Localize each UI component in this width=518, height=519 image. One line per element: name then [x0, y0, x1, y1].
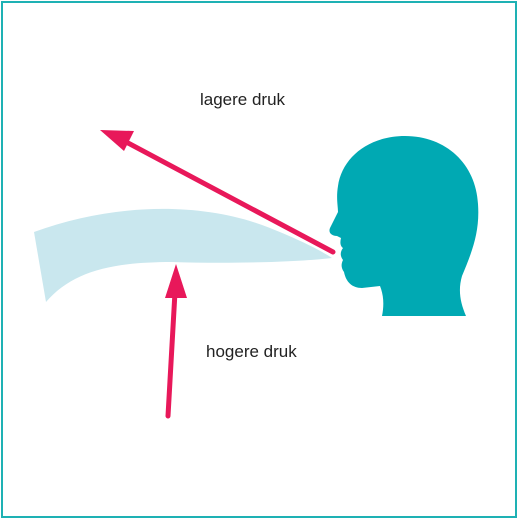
high-pressure-arrow [165, 264, 187, 416]
high-pressure-label: hogere druk [206, 342, 297, 361]
human-head-profile-icon [329, 136, 478, 316]
low-pressure-label: lagere druk [200, 90, 286, 109]
